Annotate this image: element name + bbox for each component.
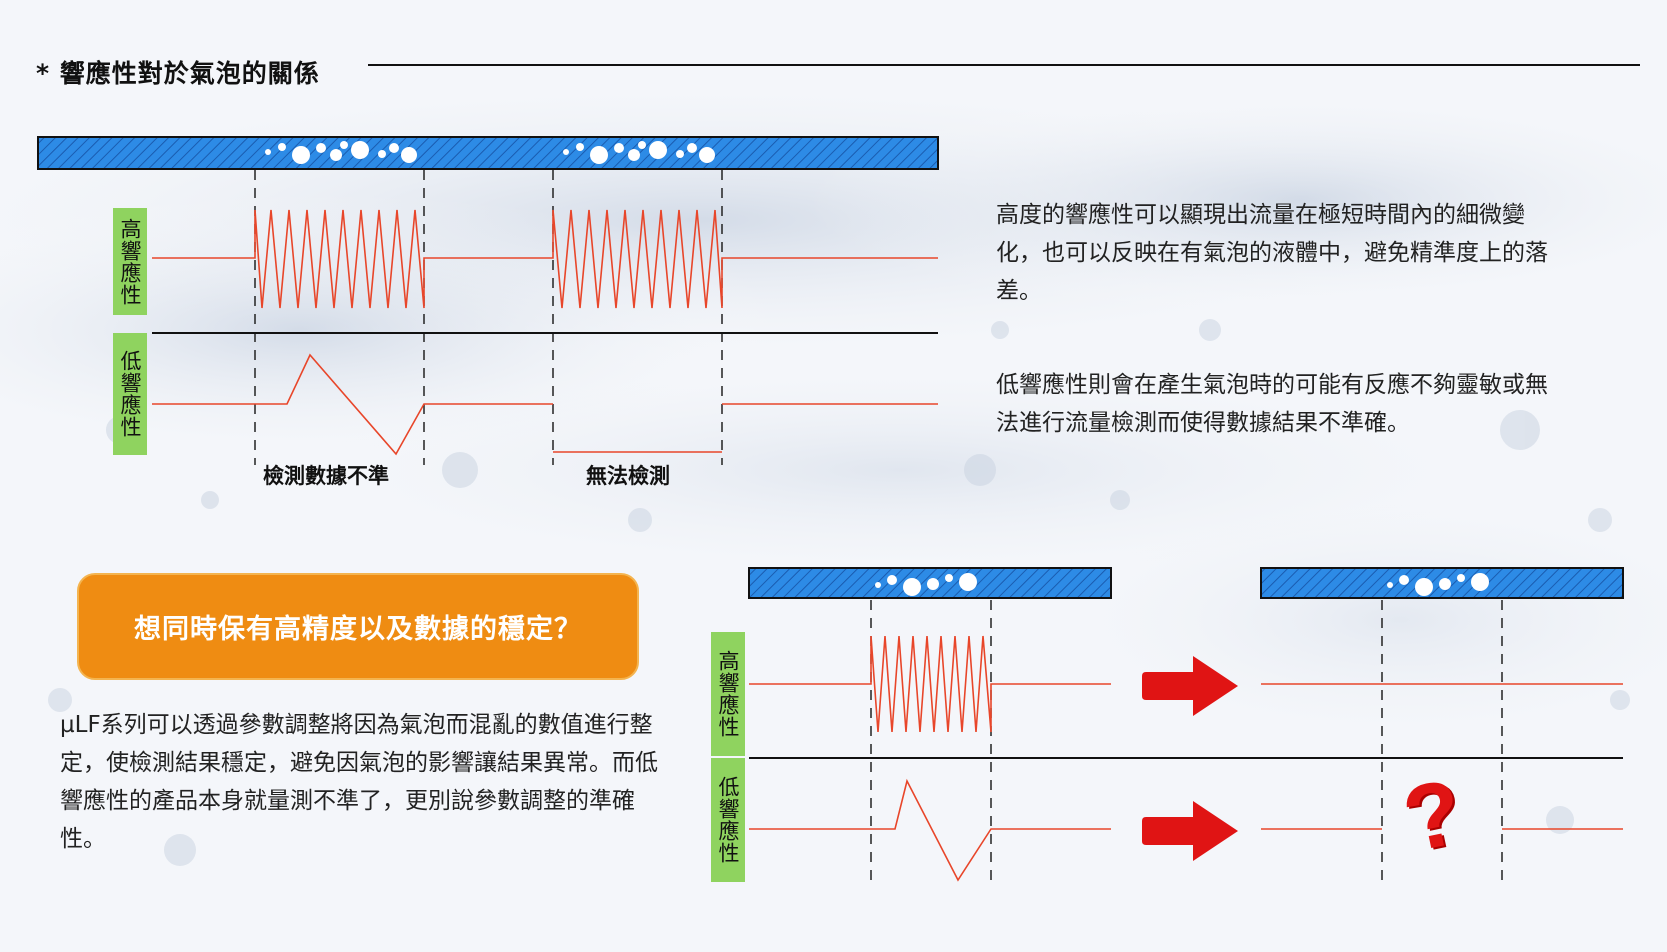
bottom-left-high-signal xyxy=(749,636,1111,732)
paragraph-ulf-series: µLF系列可以透過參數調整將因為氣泡而混亂的數值進行整定，使檢測結果穩定，避免因… xyxy=(60,706,660,858)
top-high-response-label: 高響應性 xyxy=(113,208,147,315)
right-arrow-icon xyxy=(1142,801,1238,861)
top-high-signal xyxy=(152,210,938,308)
right-arrow-icon xyxy=(1142,656,1238,716)
callout-banner: 想同時保有高精度以及數據的穩定？ xyxy=(77,573,639,680)
page-title: * 響應性對於氣泡的關係 xyxy=(36,54,320,90)
paragraph-low-response: 低響應性則會在產生氣泡時的可能有反應不夠靈敏或無法進行流量檢測而使得數據結果不準… xyxy=(996,366,1568,442)
caption-cannot-detect: 無法檢測 xyxy=(586,460,670,490)
top-low-response-label: 低響應性 xyxy=(113,333,147,455)
title-divider xyxy=(368,64,1640,66)
bottom-left-low-signal xyxy=(749,781,1111,880)
bottom-low-response-label: 低響應性 xyxy=(711,758,745,882)
caption-inaccurate-data: 檢測數據不準 xyxy=(263,460,389,490)
top-pipe xyxy=(38,137,938,169)
top-low-signal xyxy=(152,355,553,454)
paragraph-high-response: 高度的響應性可以顯現出流量在極短時間內的細微變化，也可以反映在有氣泡的液體中，避… xyxy=(996,196,1568,310)
bottom-high-response-label: 高響應性 xyxy=(711,632,745,756)
